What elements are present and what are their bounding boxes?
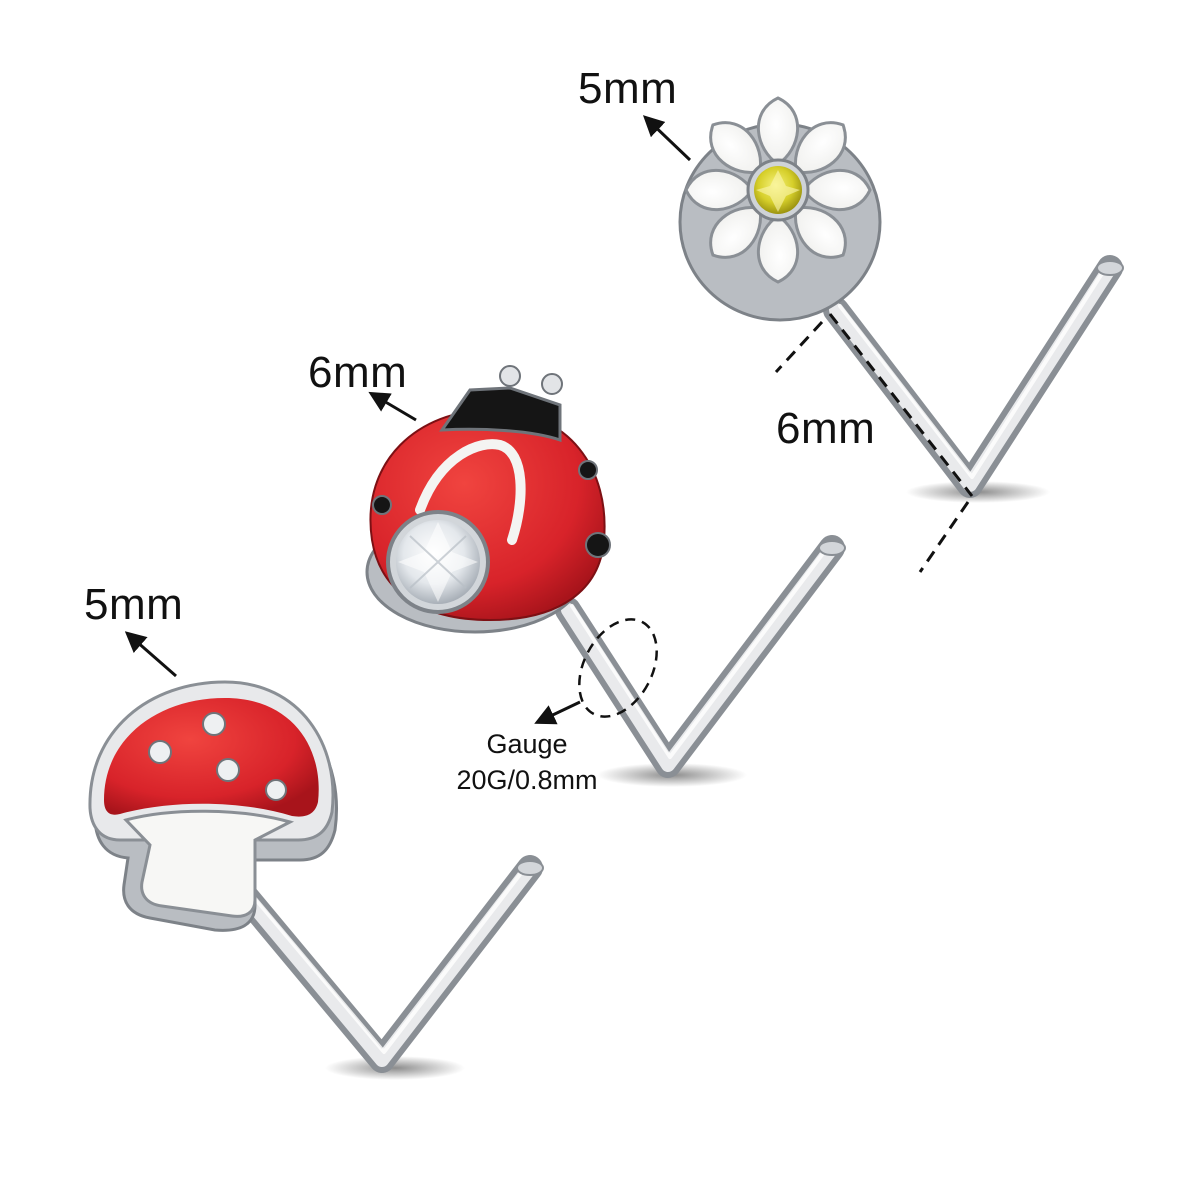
flower-pin [823,255,1124,498]
mushroom-pin [219,855,544,1073]
length-dashed-tick [774,320,824,374]
flower-petal [709,121,763,175]
ladybug-head-part [439,386,562,443]
flower-petal [757,96,799,166]
ladybug-size-arrow [368,391,417,422]
flower-petals [684,96,872,284]
gauge-title: Gauge [486,729,568,759]
flower-head [678,96,882,322]
gauge-label: Gauge 20G/0.8mm [432,726,622,798]
mushroom-size-label: 5mm [84,580,184,629]
mushroom-dot [202,712,226,736]
ladybug-antenna [541,373,563,395]
ladybug-spot [372,495,392,515]
flower-petal [684,169,754,211]
ladybug-spot [585,532,611,558]
gauge-value: 20G/0.8mm [456,765,598,795]
mushroom-stem [123,809,295,918]
ladybug-stud [365,365,846,787]
mushroom-head [88,680,338,932]
mushroom-cap [104,698,319,817]
mushroom-dot [216,758,240,782]
mushroom-dot [265,779,287,801]
flower-petal [757,214,799,284]
gauge-arrow [534,700,581,725]
mushroom-dot [148,740,172,764]
mushroom-stud [88,631,544,1080]
ladybug-antenna [499,365,521,387]
length-dashed-tick [918,501,970,573]
gauge-dashed-circle [578,618,658,718]
mushroom-shadow [325,1056,465,1080]
ladybug-spot [578,460,598,480]
flower-petal [802,169,872,211]
flower-size-arrow [642,115,692,162]
flower-stud [642,96,1124,573]
ladybug-size-label: 6mm [308,348,408,397]
flower-petal [793,121,847,175]
flower-petal [709,205,763,259]
flower-size-label: 5mm [578,64,678,113]
pin-length-label: 6mm [776,404,876,453]
ladybug-pin [555,535,846,778]
flower-petal [793,205,847,259]
mushroom-size-arrow [124,631,177,678]
ladybug-head [365,365,611,634]
